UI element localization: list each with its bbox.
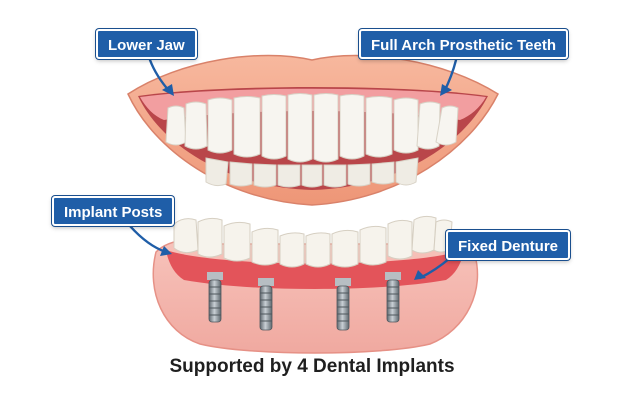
arrowhead-icon bbox=[440, 84, 452, 96]
implant-post bbox=[385, 272, 401, 323]
implant-post bbox=[207, 272, 223, 323]
arrowhead-icon bbox=[160, 246, 172, 256]
implant-post bbox=[335, 278, 351, 331]
label-full-arch-prosthetic-teeth: Full Arch Prosthetic Teeth bbox=[359, 29, 569, 59]
label-implant-posts: Implant Posts bbox=[52, 196, 175, 226]
lower-teeth-smile bbox=[205, 157, 419, 188]
arrowhead-icon bbox=[162, 84, 174, 96]
label-lower-jaw: Lower Jaw bbox=[96, 29, 197, 59]
denture-teeth bbox=[173, 215, 453, 268]
implant-post bbox=[258, 278, 274, 331]
diagram-caption: Supported by 4 Dental Implants bbox=[169, 356, 455, 377]
arrowhead-icon bbox=[414, 270, 426, 280]
upper-teeth bbox=[165, 93, 459, 163]
label-fixed-denture: Fixed Denture bbox=[446, 230, 571, 260]
